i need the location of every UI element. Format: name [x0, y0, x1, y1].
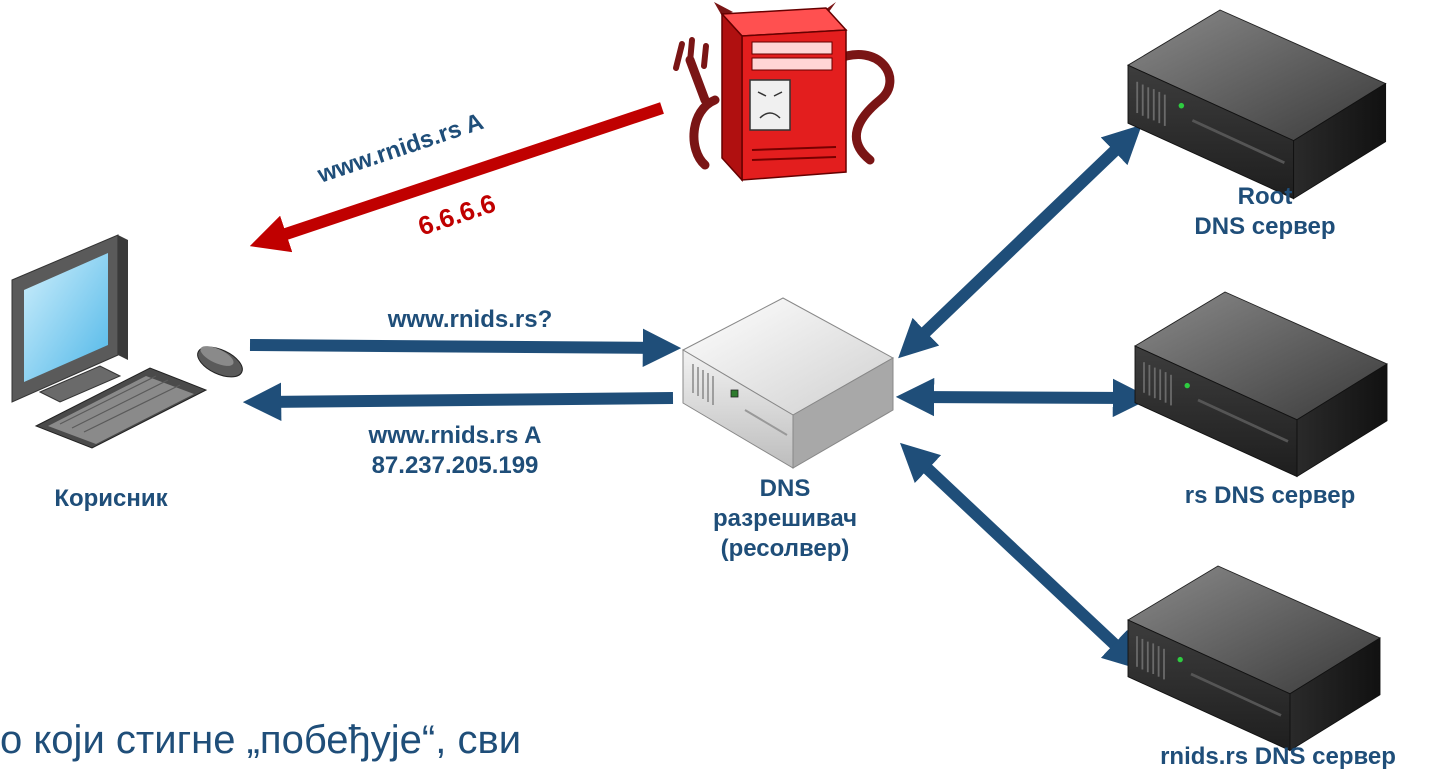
- root-dns-server-icon: [1126, 8, 1387, 200]
- root-dns-label-line1: Root: [1237, 183, 1293, 210]
- rs-dns-label: rs DNS сервер: [1184, 482, 1356, 509]
- rnids-dns-server-icon: [1126, 564, 1382, 752]
- query-label: www.rnids.rs?: [387, 306, 553, 333]
- server-icon: [681, 297, 895, 469]
- answer-label-line1: www.rnids.rs A: [368, 422, 542, 449]
- root-link-arrow: [898, 124, 1142, 359]
- rs-dns-server-icon: [1133, 290, 1389, 478]
- bottom-caption: о који стигне „побеђује“, сви: [0, 718, 522, 762]
- resolver-label: DNS разрешивач (ресолвер): [660, 474, 910, 564]
- root-dns-label-line2: DNS сервер: [1194, 213, 1336, 240]
- evil-server-icon: [673, 2, 895, 182]
- rnids-link-arrow: [900, 442, 1142, 671]
- resolver-label-line3: (ресолвер): [720, 535, 850, 562]
- answer-label-line2: 87.237.205.199: [371, 452, 539, 479]
- rs-link-arrow: [895, 377, 1152, 418]
- user-label: Корисник: [54, 485, 168, 512]
- answer-label: www.rnids.rs A 87.237.205.199: [300, 421, 610, 481]
- root-dns-label: Root DNS сервер: [1150, 182, 1380, 242]
- resolver-label-line2: разрешивач: [712, 505, 858, 532]
- answer-arrow: [242, 382, 674, 422]
- resolver-label-line1: DNS: [759, 475, 811, 502]
- rnids-dns-label: rnids.rs DNS сервер: [1160, 743, 1396, 770]
- desktop-computer-icon: [11, 234, 243, 449]
- query-arrow: [249, 328, 682, 368]
- spoofed-answer-arrow: [249, 102, 664, 253]
